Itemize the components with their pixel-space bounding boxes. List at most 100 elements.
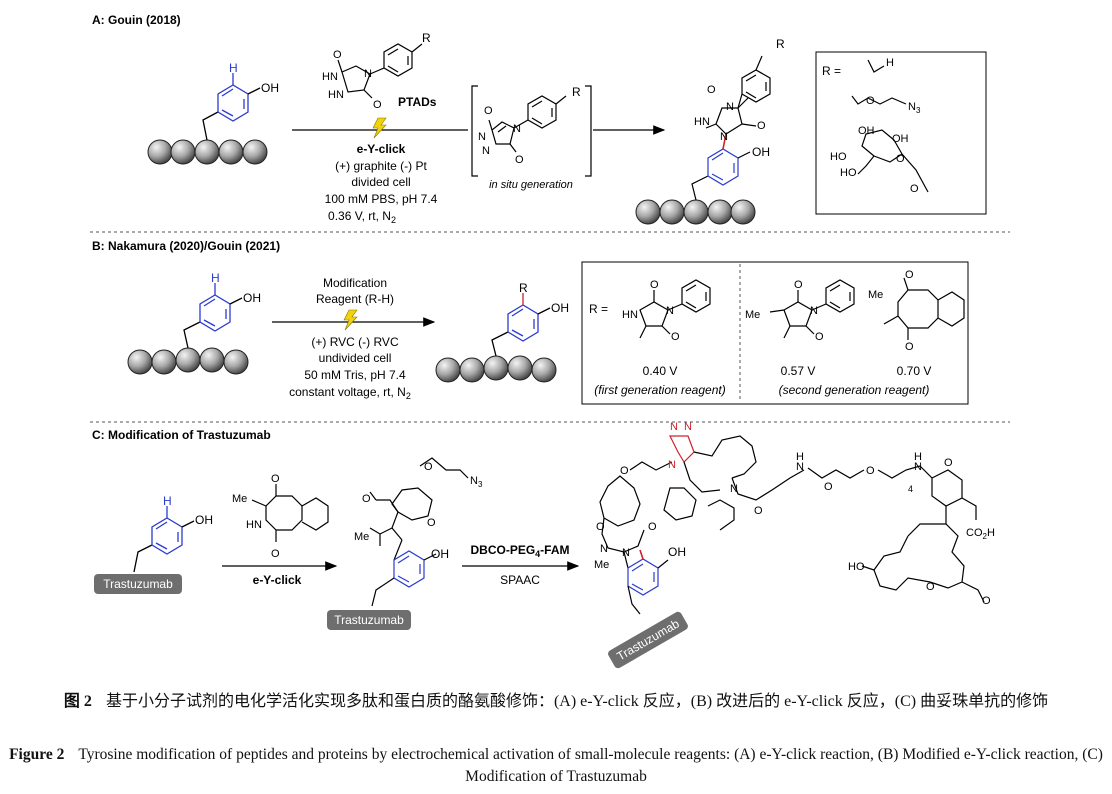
int-c-o2: O — [427, 517, 436, 529]
rb1-n: N — [666, 305, 674, 317]
int-c-o-ether: O — [424, 461, 433, 473]
tyrosine-a — [202, 73, 261, 141]
ptad-nh: HN — [328, 89, 344, 101]
insitu-label: in situ generation — [489, 179, 573, 191]
rb3-o2: O — [905, 341, 914, 353]
panel-b-title: B: Nakamura (2020)/Gouin (2021) — [92, 239, 280, 253]
cond-a3: 100 mM PBS, pH 7.4 — [325, 192, 438, 206]
protein-tag-3: Trastuzumab — [608, 611, 688, 669]
fin-n2: N — [684, 421, 692, 433]
fin-co2h: CO2H — [966, 527, 995, 541]
cond-a4: 0.36 V, rt, N2 — [328, 209, 396, 225]
int-n3: N — [513, 123, 521, 135]
int-o2: O — [515, 154, 524, 166]
panel-b: B: Nakamura (2020)/Gouin (2021) H OH Mod… — [92, 239, 969, 405]
tyr-h-c: H — [163, 494, 172, 508]
sugar-oh2: OH — [892, 133, 909, 145]
ptads-label: PTADs — [398, 95, 437, 109]
protein-tag-1: Trastuzumab — [94, 574, 182, 594]
rb1-o2: O — [671, 331, 680, 343]
r-reagent-1 — [639, 279, 711, 339]
prod-b-r: R — [519, 281, 528, 295]
reaction-scheme-figure: A: Gouin (2018) H OH O HN — [90, 13, 1010, 669]
tyr-oh-a: OH — [261, 81, 279, 95]
protein-tag-2: Trastuzumab — [327, 610, 411, 630]
method-c: e-Y-click — [253, 573, 302, 587]
prod-b-oh: OH — [551, 301, 569, 315]
phthalazinedione-reagent — [251, 484, 329, 542]
voltage-3: 0.70 V — [897, 364, 932, 378]
r-reagent-2 — [769, 279, 855, 339]
reagent-c2: DBCO-PEG4-FAM — [470, 543, 569, 559]
caption-zh-text: 基于小分子试剂的电化学活化实现多肽和蛋白质的酪氨酸修饰：(A) e-Y-clic… — [105, 693, 1049, 710]
cond-b3: 50 mM Tris, pH 7.4 — [304, 368, 406, 382]
fin-n-amide: N — [730, 483, 738, 495]
rb2-o2: O — [815, 331, 824, 343]
ptad-n: N — [364, 68, 372, 80]
fin-o-amide3: O — [944, 457, 953, 469]
tyr-oh-c: OH — [195, 513, 213, 527]
sugar-oh1: OH — [858, 125, 875, 137]
fin-nh2: N — [914, 461, 922, 473]
prod-n2: N — [720, 131, 728, 143]
electricity-bolt-b — [343, 309, 358, 331]
cond-b4: constant voltage, rt, N2 — [289, 385, 411, 401]
tyr-h-b: H — [211, 271, 220, 285]
rsub-n3: N3 — [908, 101, 921, 115]
tyrosine-b — [183, 283, 243, 349]
int-n2: N — [482, 145, 490, 157]
ptad-o1: O — [333, 49, 342, 61]
c-o1: O — [271, 473, 280, 485]
int-c-me: Me — [354, 531, 369, 543]
int-o1: O — [484, 105, 493, 117]
r-definition-box-a — [815, 51, 987, 215]
fin-o-pz1: O — [596, 521, 605, 533]
intermediate-bracket — [471, 85, 592, 177]
fin-n-pz1: N — [600, 543, 608, 555]
c-hn: HN — [246, 519, 262, 531]
fin-nh1-h: H — [796, 451, 804, 463]
fin-o-xanthene: O — [926, 581, 935, 593]
electricity-bolt-a — [372, 117, 387, 139]
sugar-o1: O — [896, 153, 905, 165]
panel-c: C: Modification of Trastuzumab H OH Tras… — [92, 421, 995, 669]
c-me: Me — [232, 493, 247, 505]
fin-o-peg: O — [866, 465, 875, 477]
peg-subscript: 4 — [908, 484, 913, 494]
fin-oh: OH — [668, 545, 686, 559]
reagent-b1: Modification — [323, 276, 387, 290]
peptide-beads-b — [127, 347, 249, 375]
prod-o1: O — [707, 84, 716, 96]
cond-a1: (+) graphite (-) Pt — [335, 159, 427, 173]
fin-o-keto: O — [982, 595, 991, 607]
fin-nh2-h: H — [914, 451, 922, 463]
prod-hn: HN — [694, 116, 710, 128]
fin-nh1: N — [796, 461, 804, 473]
r-definition-box-b — [581, 261, 969, 405]
rb1-hn: HN — [622, 309, 638, 321]
rdef-b: R = — [589, 302, 608, 316]
cond-a2: divided cell — [351, 175, 410, 189]
rb3-me: Me — [868, 289, 883, 301]
intermediate-c — [369, 457, 469, 607]
product-a-structure — [691, 55, 771, 201]
voltage-2: 0.57 V — [781, 364, 816, 378]
protein-label-1: Trastuzumab — [103, 577, 173, 591]
panel-a-title: A: Gouin (2018) — [92, 13, 181, 27]
int-r: R — [572, 85, 581, 99]
peptide-beads-a — [147, 139, 268, 165]
caption-en-label: Figure 2 — [9, 746, 65, 763]
rb1-o1: O — [650, 279, 659, 291]
int-n1: N — [478, 131, 486, 143]
r-substituents-a — [851, 59, 929, 193]
tyrosine-c — [133, 506, 195, 573]
fin-o-amide1: O — [754, 505, 763, 517]
rb2-n: N — [810, 305, 818, 317]
gen-2-label: (second generation reagent) — [779, 383, 930, 397]
spaac-label: SPAAC — [500, 573, 540, 587]
sugar-ho1: HO — [830, 151, 847, 163]
fin-ho: HO — [848, 561, 865, 573]
protein-label-2: Trastuzumab — [334, 613, 404, 627]
